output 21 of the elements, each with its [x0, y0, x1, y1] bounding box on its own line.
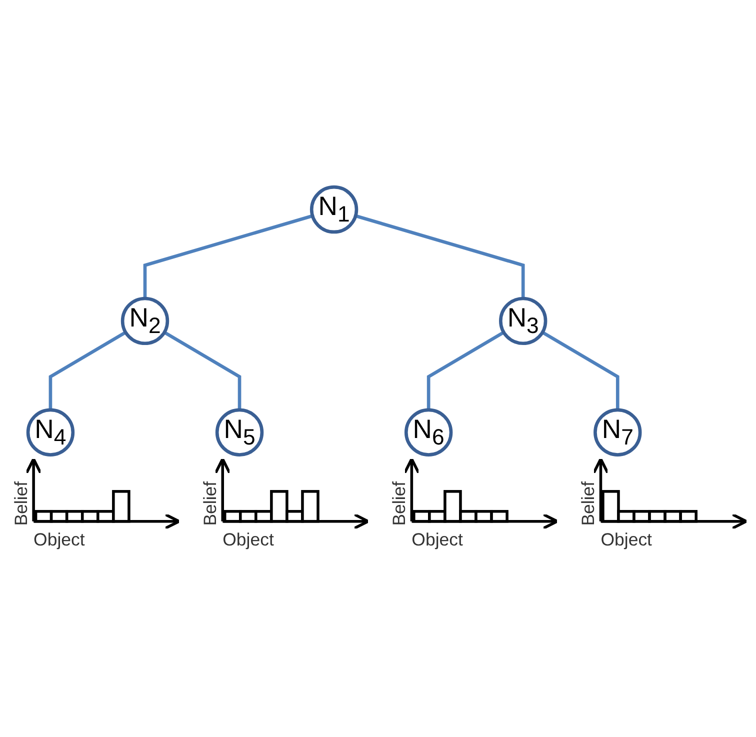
connector — [355, 214, 525, 298]
axis-label: Object — [412, 530, 463, 550]
axis-label: Belief — [200, 481, 220, 526]
node-circle: N$_{3}$ — [499, 296, 548, 346]
connector — [48, 330, 126, 410]
connector — [163, 330, 242, 410]
node-circle: N$_{1}$ — [310, 185, 358, 234]
node-circle: N$_{7}$ — [594, 408, 642, 456]
axis-label: Belief — [10, 481, 31, 526]
axis-label: Belief — [578, 481, 598, 526]
node-circle: N$_{5}$ — [215, 408, 264, 456]
axis-label: Object — [222, 530, 274, 550]
node-circle: N$_{4}$ — [26, 408, 75, 456]
node-circle: N$_{2}$ — [120, 296, 170, 346]
connector — [143, 214, 313, 298]
axis-label: Object — [600, 530, 652, 550]
axis-label: Belief — [389, 481, 410, 526]
connector — [542, 330, 620, 410]
node-circle: N$_{6}$ — [404, 408, 453, 456]
axis-label: Object — [34, 530, 85, 550]
connector — [426, 330, 505, 410]
